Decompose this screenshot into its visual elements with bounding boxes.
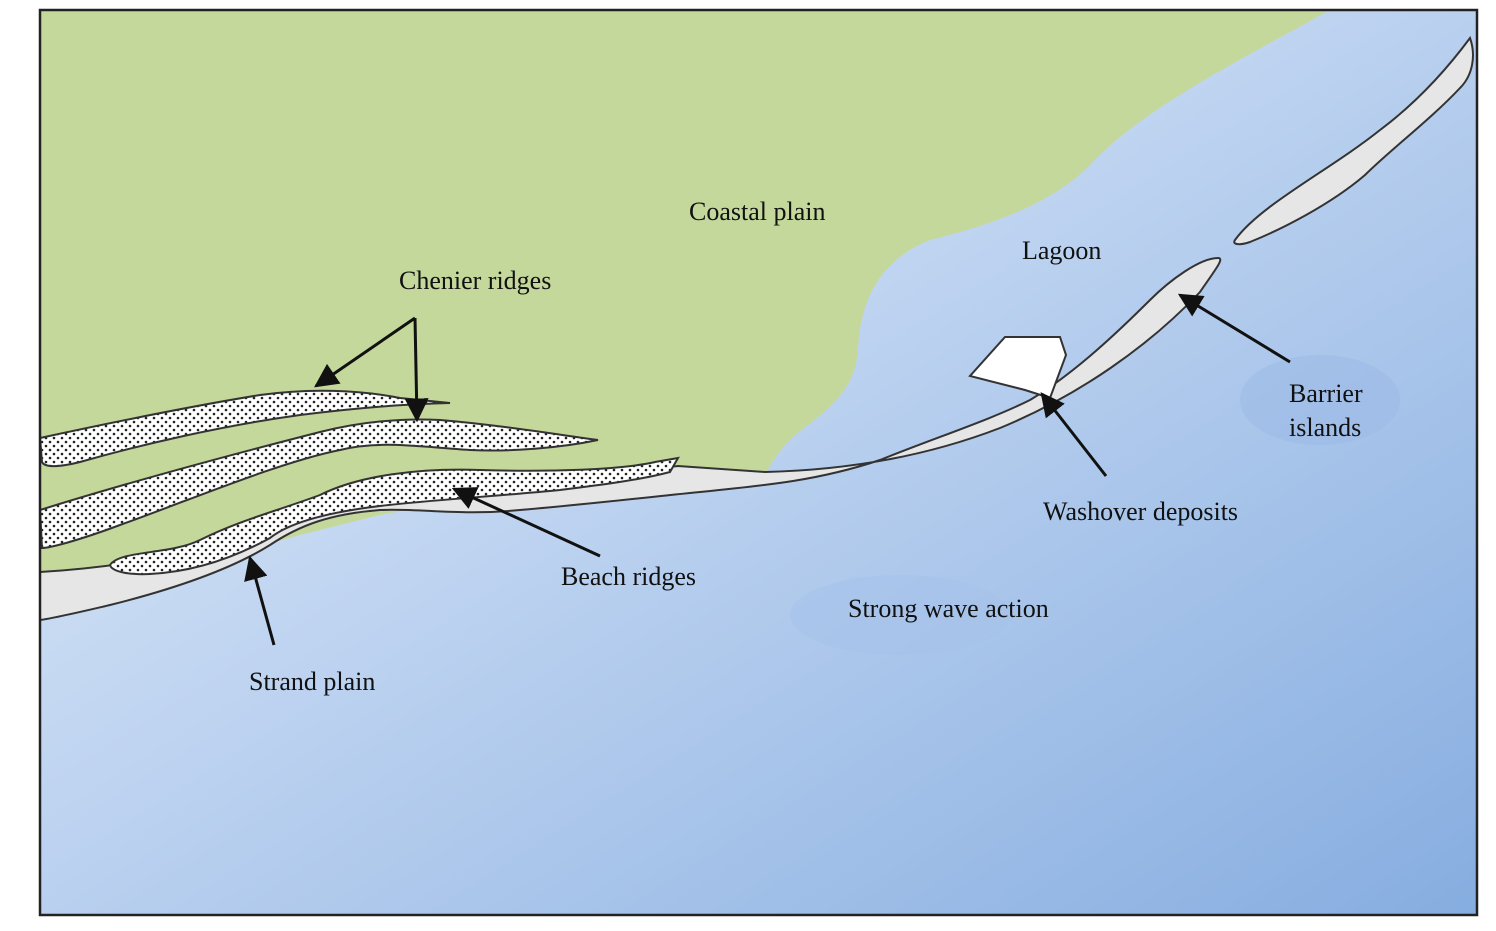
chenier-ridge-1: [38, 389, 451, 468]
sea-shade: [790, 575, 1010, 655]
label-barrier-islands-line2: islands: [1289, 413, 1361, 442]
chenier-ridge-2: [38, 418, 599, 550]
arrow-chenier-2: [404, 317, 429, 423]
label-strand-plain: Strand plain: [249, 667, 375, 696]
arrow-chenier-1: [314, 316, 416, 388]
label-barrier-islands-line1: Barrier: [1289, 379, 1363, 408]
arrow-beach-ridges: [451, 487, 601, 558]
label-chenier-ridges: Chenier ridges: [399, 266, 551, 295]
sea-shade: [1240, 355, 1400, 445]
beach-ridge: [108, 456, 680, 576]
label-beach-ridges: Beach ridges: [561, 562, 696, 591]
label-lagoon: Lagoon: [1022, 236, 1101, 265]
arrow-strand-plain: [244, 555, 276, 646]
barrier-island: [1233, 35, 1474, 246]
arrow-washover-deposits: [1040, 392, 1108, 477]
label-coastal-plain: Coastal plain: [689, 197, 825, 226]
label-washover-deposits: Washover deposits: [1043, 497, 1238, 526]
arrow-barrier-islands: [1177, 293, 1291, 364]
diagram-border: [38, 8, 1479, 917]
label-strong-wave-action: Strong wave action: [848, 594, 1049, 623]
